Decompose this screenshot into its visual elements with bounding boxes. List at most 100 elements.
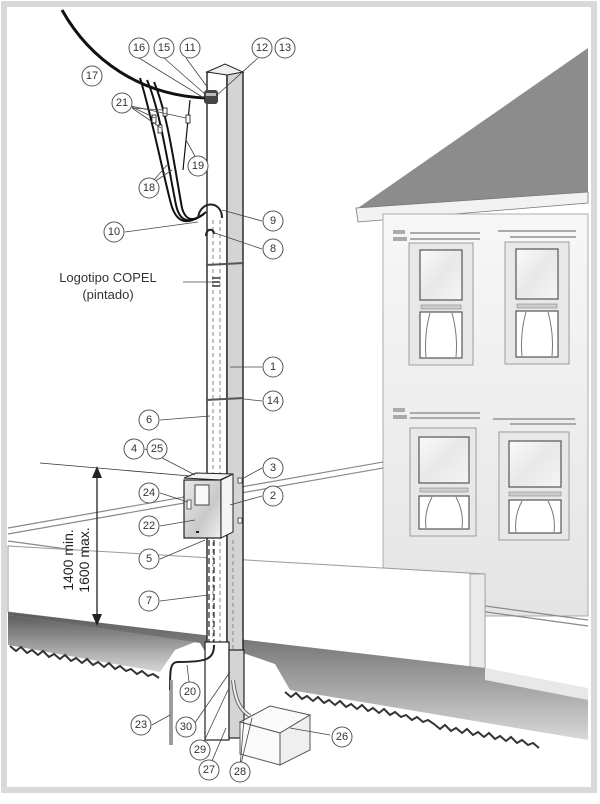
- leader-lines: [124, 57, 331, 769]
- callout-19: 19: [187, 155, 209, 177]
- callout-circle: [103, 221, 125, 243]
- callout-number: 10: [108, 226, 120, 238]
- callout-number: 20: [184, 686, 196, 698]
- callout-number: 30: [180, 721, 192, 733]
- callout-13: 13: [274, 37, 296, 59]
- callout-number: 28: [234, 766, 246, 778]
- callout-number: 16: [133, 42, 145, 54]
- callout-3: 3: [262, 457, 284, 479]
- callout-number: 24: [143, 487, 155, 499]
- callout-number: 12: [256, 42, 268, 54]
- callout-23: 23: [130, 714, 152, 736]
- height-dimension: 1400 min. 1600 max.: [39, 462, 191, 626]
- meter-box: [183, 472, 243, 539]
- callout-30: 30: [175, 716, 197, 738]
- callout-number: 4: [131, 443, 137, 455]
- callout-circle: [262, 390, 284, 412]
- callout-number: 13: [279, 42, 291, 54]
- callout-circle: [198, 759, 220, 781]
- callout-circle: [138, 482, 160, 504]
- callout-2: 2: [262, 485, 284, 507]
- callout-circle: [111, 92, 133, 114]
- callout-number: 2: [270, 490, 276, 502]
- callout-number: 29: [194, 744, 206, 756]
- callout-number: 25: [151, 443, 163, 455]
- callout-circle: [138, 548, 160, 570]
- callout-7: 7: [138, 590, 160, 612]
- callout-circle: [138, 409, 160, 431]
- callout-17: 17: [81, 65, 103, 87]
- dimension-min-label: 1400 min.: [60, 529, 76, 590]
- logo-label-line1: Logotipo COPEL: [59, 270, 157, 285]
- callout-number: 22: [143, 520, 155, 532]
- callout-number: 27: [203, 764, 215, 776]
- callout-10: 10: [103, 221, 125, 243]
- callout-number: 8: [270, 243, 276, 255]
- callout-8: 8: [262, 238, 284, 260]
- callout-circle: [189, 739, 211, 761]
- callout-24: 24: [138, 482, 160, 504]
- callout-number: 7: [146, 595, 152, 607]
- callout-circle: [146, 438, 168, 460]
- callout-circle: [262, 356, 284, 378]
- callout-circle: [175, 716, 197, 738]
- callout-circle: [138, 177, 160, 199]
- soil-texture-right: [284, 691, 540, 749]
- callout-number: 5: [146, 553, 152, 565]
- window-upper-right: [504, 241, 570, 365]
- callout-circle: [262, 457, 284, 479]
- ground: [8, 612, 588, 749]
- soil-texture-left: [9, 645, 160, 679]
- callout-11: 11: [179, 37, 201, 59]
- callout-number: 23: [135, 719, 147, 731]
- insulator: [204, 90, 218, 104]
- window-lower-right: [498, 431, 570, 541]
- callout-number: 6: [146, 414, 152, 426]
- callout-26: 26: [331, 726, 353, 748]
- underground: [169, 641, 252, 745]
- callout-21: 21: [111, 92, 133, 114]
- callout-circle: [130, 714, 152, 736]
- callout-4: 4: [123, 438, 145, 460]
- callout-circle: [138, 590, 160, 612]
- inspection-box: [238, 705, 312, 766]
- house-roof: [358, 48, 588, 212]
- callout-15: 15: [153, 37, 175, 59]
- callout-circle: [179, 37, 201, 59]
- callout-25: 25: [146, 438, 168, 460]
- callout-circle: [179, 681, 201, 703]
- callout-number: 11: [184, 42, 195, 54]
- callout-28: 28: [229, 761, 251, 783]
- callout-circle: [262, 238, 284, 260]
- callout-1: 1: [262, 356, 284, 378]
- callout-20: 20: [179, 681, 201, 703]
- window-lower-left: [409, 427, 477, 537]
- house: [355, 48, 589, 617]
- callout-circle: [274, 37, 296, 59]
- callout-number: 26: [336, 731, 348, 743]
- callout-number: 17: [86, 70, 98, 82]
- dimension-max-label: 1600 max.: [76, 527, 92, 592]
- callout-29: 29: [189, 739, 211, 761]
- front-wall: [7, 545, 486, 671]
- callout-number: 21: [116, 97, 128, 109]
- callout-22: 22: [138, 515, 160, 537]
- callout-12: 12: [251, 37, 273, 59]
- callout-number: 9: [270, 215, 276, 227]
- callout-circle: [128, 37, 150, 59]
- callout-16: 16: [128, 37, 150, 59]
- callout-circle: [251, 37, 273, 59]
- callout-circle: [81, 65, 103, 87]
- callout-27: 27: [198, 759, 220, 781]
- logo-label-line2: (pintado): [82, 287, 133, 302]
- service-cables: [60, 9, 207, 223]
- conduit: [208, 540, 215, 650]
- callout-number: 15: [158, 42, 170, 54]
- callout-number: 14: [267, 395, 279, 407]
- callout-6: 6: [138, 409, 160, 431]
- callout-number: 1: [270, 361, 276, 373]
- callout-circle: [262, 210, 284, 232]
- callout-18: 18: [138, 177, 160, 199]
